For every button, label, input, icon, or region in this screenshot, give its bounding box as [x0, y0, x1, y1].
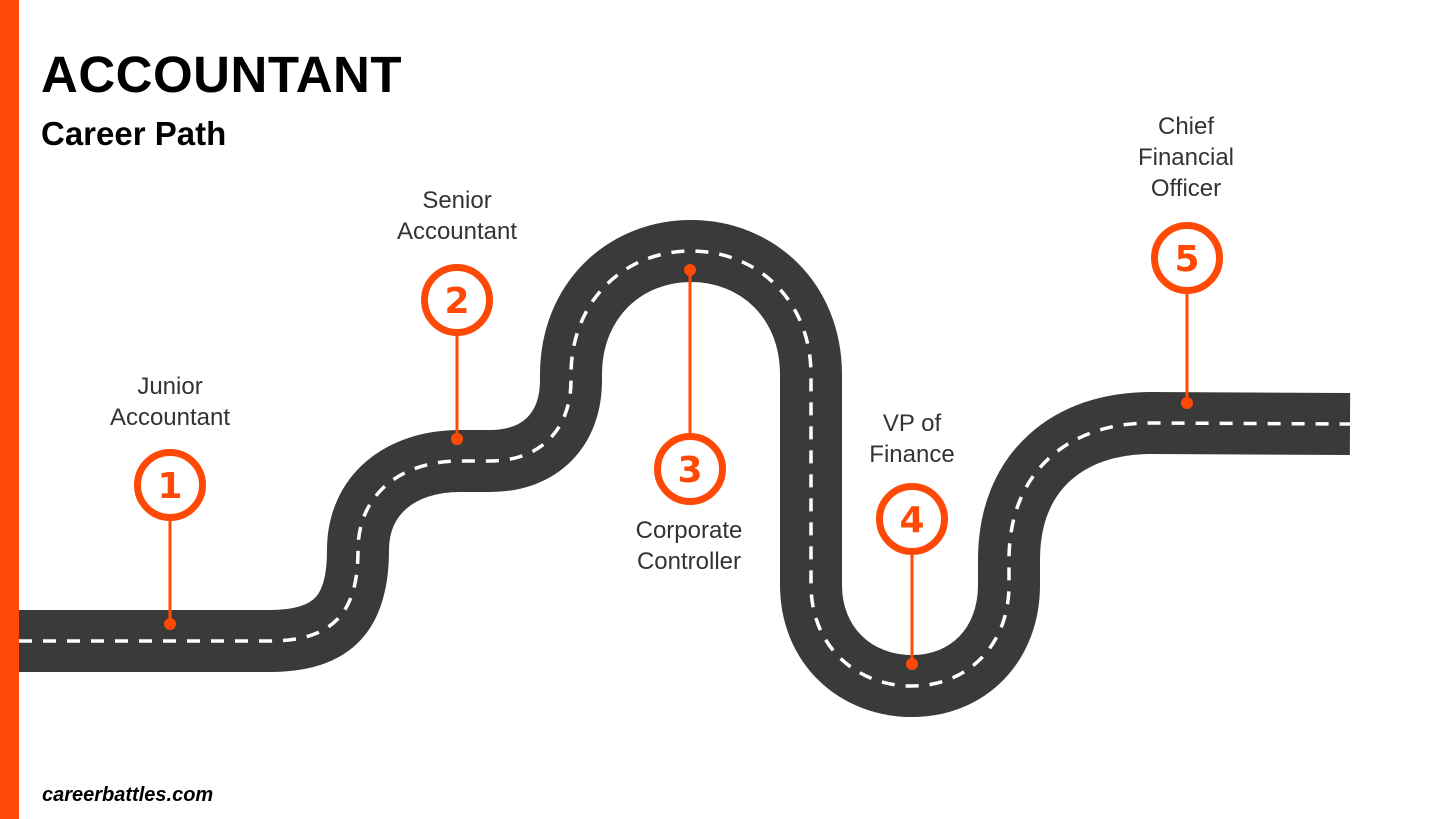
page-title: ACCOUNTANT: [41, 46, 403, 103]
road-lane-marking: [19, 249, 1351, 688]
milestone-1-label-line: Accountant: [109, 404, 231, 431]
milestone-3-label-line: Controller: [636, 548, 742, 575]
milestone-5-road-dot: [1181, 397, 1193, 409]
milestone-4-label-line: Finance: [869, 441, 955, 468]
milestone-3: 3: [654, 264, 726, 505]
milestone-5-label-line: Chief: [1157, 113, 1215, 140]
milestone-2-label-line: Accountant: [396, 218, 518, 245]
milestone-3-number: 3: [677, 450, 702, 491]
milestone-5: 5: [1151, 222, 1223, 409]
milestone-5-badge: [1151, 222, 1223, 294]
milestone-4-label: VP of Finance: [782, 408, 1042, 470]
milestone-2-road-dot: [451, 433, 463, 445]
milestone-5-label-line: Officer: [1150, 175, 1222, 202]
footer-site-credit: careerbattles.com: [42, 784, 214, 806]
milestone-4-label-line: VP of: [882, 410, 942, 437]
milestone-5-label: Chief Financial Officer: [1056, 111, 1316, 204]
left-accent-bar: [0, 0, 19, 819]
milestone-4-badge: [876, 483, 948, 555]
milestone-2: 2: [421, 264, 493, 445]
milestone-4: 4: [876, 483, 948, 670]
milestone-1-number: 1: [157, 466, 182, 507]
milestone-3-label-line: Corporate: [635, 517, 743, 544]
milestone-1-label: Junior Accountant: [40, 371, 300, 433]
milestone-5-number: 5: [1174, 239, 1199, 280]
milestone-2-number: 2: [444, 281, 469, 322]
milestone-1-badge: [134, 449, 206, 521]
milestone-3-badge: [654, 433, 726, 505]
milestone-4-number: 4: [899, 500, 924, 541]
milestone-1-label-line: Junior: [137, 373, 203, 400]
milestone-2-label-line: Senior: [422, 187, 492, 214]
milestone-5-label-line: Financial: [1137, 144, 1235, 171]
milestone-3-road-dot: [684, 264, 696, 276]
milestone-4-road-dot: [906, 658, 918, 670]
milestone-2-badge: [421, 264, 493, 336]
milestone-3-label: Corporate Controller: [559, 515, 819, 577]
milestone-1-road-dot: [164, 618, 176, 630]
milestone-2-label: Senior Accountant: [327, 185, 587, 247]
page-subtitle: Career Path: [41, 115, 227, 152]
milestone-1: 1: [134, 449, 206, 630]
